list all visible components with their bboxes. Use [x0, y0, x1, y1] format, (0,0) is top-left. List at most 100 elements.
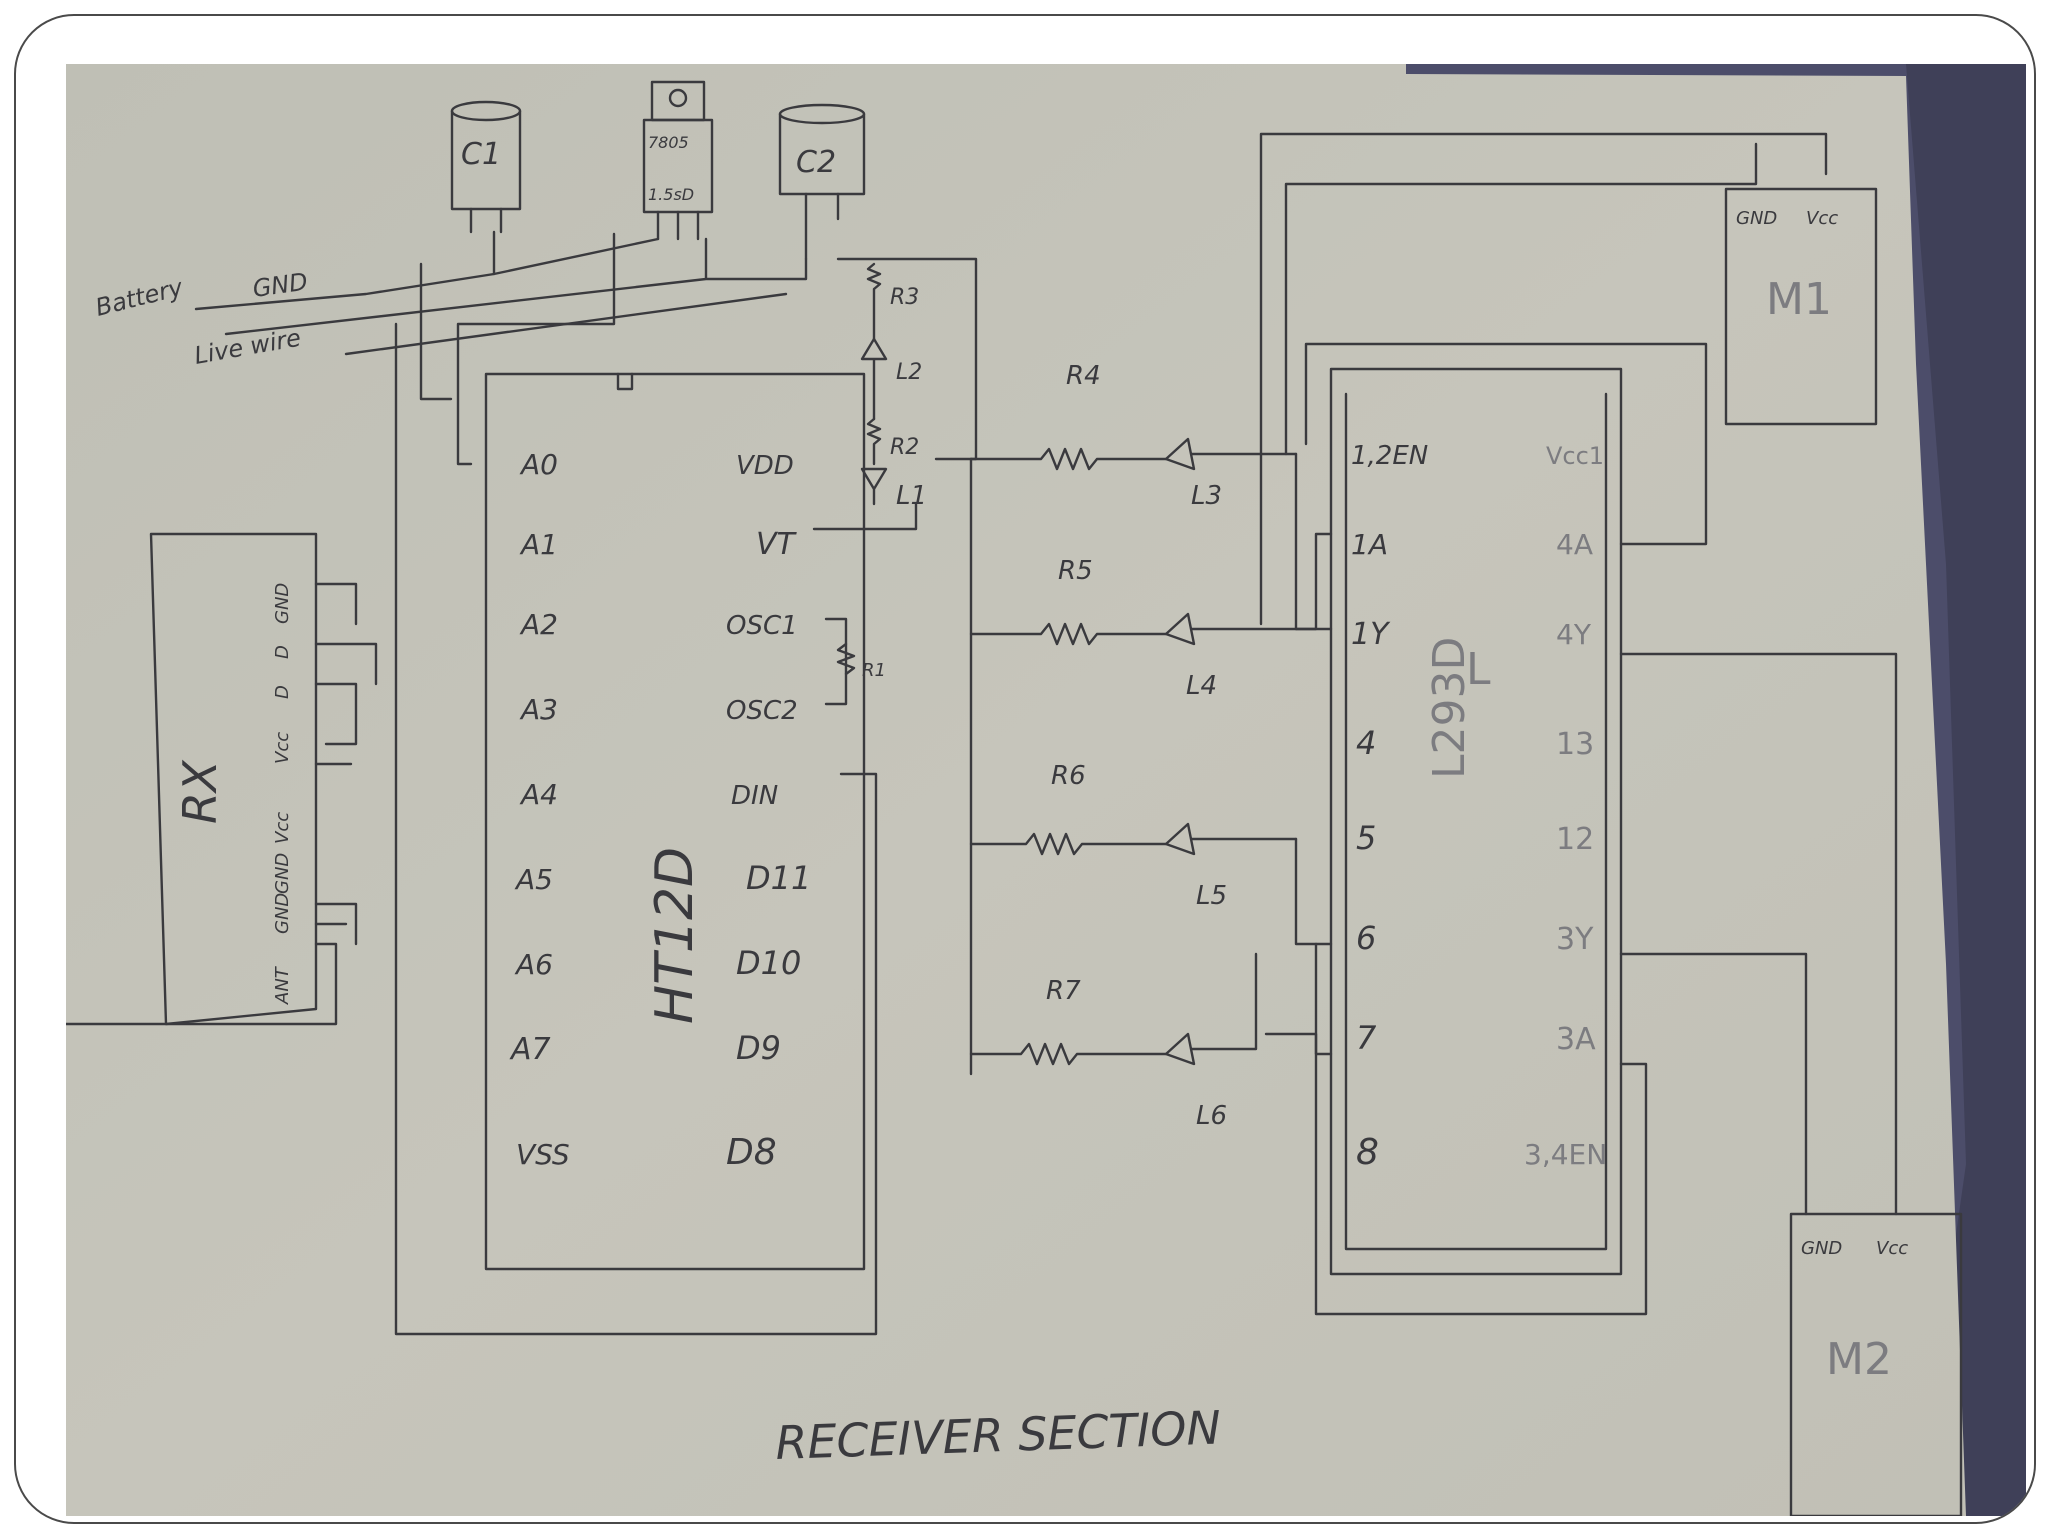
rx-pin-d1: D: [272, 645, 293, 659]
resistor-r2: [866, 417, 882, 466]
rx-pin-gnd3: GND: [272, 893, 293, 934]
pin-vss: VSS: [516, 1138, 570, 1171]
r7-label: R7: [1046, 976, 1081, 1006]
pin-6: 6: [1356, 919, 1376, 957]
pin-7: 7: [1356, 1019, 1377, 1057]
resistor-r1: [836, 642, 856, 676]
pin-d8: D8: [726, 1132, 777, 1173]
cloth-shadow: [1906, 64, 2026, 1516]
rx-pin-ant: ANT: [272, 965, 293, 1005]
pin-3a: 3A: [1556, 1022, 1596, 1057]
receiver-schematic: C1 7805 1.5sD C2 Battery GND Live wire: [66, 64, 2026, 1516]
ht12d-decoder: HT12D A0 A1 A2 A3 A4 A5 A6 A7 VSS VDD VT…: [484, 372, 866, 1271]
pin-d10: D10: [736, 944, 801, 982]
pin-8: 8: [1356, 1132, 1379, 1173]
resistor-r3: [866, 262, 882, 341]
motor-m2: GND Vcc M2: [1789, 1212, 1963, 1516]
r1-label: R1: [862, 660, 886, 681]
capacitor-c1: C1: [450, 100, 522, 276]
r5-label: R5: [1058, 556, 1093, 586]
gnd-wire: [194, 237, 660, 311]
ht12d-label: HT12D: [645, 847, 705, 1024]
pin-vdd: VDD: [736, 451, 794, 481]
l4-label: L4: [1186, 671, 1217, 701]
m1-wires: [1284, 142, 1758, 546]
row-r4-l3: R4 L3: [969, 361, 1298, 511]
pin-a1: A1: [519, 528, 558, 561]
m1-label: M1: [1766, 274, 1832, 325]
r6-label: R6: [1051, 761, 1086, 791]
pin-12: 12: [1556, 822, 1594, 857]
l293d-driver: L L293D 1,2EN 1A 1Y 4 5 6 7 8 Vcc1 4A 4Y…: [1329, 367, 1623, 1276]
schematic-photo: C1 7805 1.5sD C2 Battery GND Live wire: [66, 64, 2026, 1516]
led-l1: [860, 467, 888, 506]
driver-input-wires: [1294, 532, 1333, 1056]
r3-label: R3: [890, 285, 919, 310]
l293d-label: L293D: [1424, 637, 1475, 779]
pin-12en: 1,2EN: [1351, 441, 1428, 471]
l2-label: L2: [896, 360, 922, 385]
pin-osc2: OSC2: [726, 696, 798, 726]
capacitor-c2: C2: [778, 103, 866, 261]
led-l2: [860, 337, 888, 421]
paper-sheet: [66, 64, 1966, 1516]
pin-a3: A3: [519, 693, 558, 726]
pin-osc1: OSC1: [726, 611, 798, 641]
pin-4: 4: [1356, 724, 1376, 762]
rx-pin-gnd2: GND: [272, 853, 293, 894]
pin-a6: A6: [514, 948, 553, 981]
m2-gnd-label: GND: [1801, 1238, 1842, 1259]
r2-label: R2: [890, 435, 919, 460]
pin-4y: 4Y: [1556, 618, 1592, 651]
m2-vcc-label: Vcc: [1876, 1238, 1908, 1259]
l3-label: L3: [1191, 481, 1222, 511]
l6-label: L6: [1196, 1101, 1227, 1131]
osc-wire: [824, 617, 848, 706]
pin-a2: A2: [519, 608, 558, 641]
row-r5-l4: R5 L4: [969, 556, 1298, 701]
l5-label: L5: [1196, 881, 1227, 911]
pin-3y: 3Y: [1556, 922, 1594, 957]
supply-rail: [344, 257, 978, 461]
l293d-label-l: L: [1466, 644, 1491, 695]
pin-d9: D9: [736, 1029, 781, 1067]
pin-vcc1: Vcc1: [1546, 442, 1604, 470]
pin-5: 5: [1356, 819, 1376, 857]
regulator-top-label: 7805: [648, 133, 689, 152]
c2-label: C2: [796, 145, 836, 180]
m1-vcc-wire: [1259, 132, 1828, 626]
row-r6-l5: R6 L5: [969, 761, 1298, 911]
vt-wire: [812, 502, 918, 531]
pin-a4: A4: [519, 778, 558, 811]
pin-vt: VT: [756, 527, 798, 562]
motor-m1: GND Vcc M1: [1724, 187, 1878, 426]
pin-a0: A0: [519, 448, 558, 481]
rx-pin-gnd: GND: [272, 583, 293, 624]
pin-d11: D11: [746, 859, 811, 897]
pin-4a: 4A: [1556, 528, 1593, 561]
m1-gnd-label: GND: [1736, 208, 1777, 229]
rx-module: RX GND D D Vcc Vcc GND GND ANT: [66, 532, 378, 1026]
rx-pin-d2: D: [272, 685, 293, 699]
voltage-regulator: 7805 1.5sD: [642, 80, 714, 241]
regulator-bottom-label: 1.5sD: [648, 185, 694, 204]
pin-13: 13: [1556, 727, 1594, 762]
l1-label: L1: [896, 481, 927, 511]
r4-label: R4: [1066, 361, 1101, 391]
c1-label: C1: [461, 137, 501, 172]
pin-34en: 3,4EN: [1524, 1138, 1607, 1171]
pin-1y: 1Y: [1351, 617, 1391, 652]
pin-1a: 1A: [1351, 528, 1388, 561]
pin-a7: A7: [509, 1032, 551, 1067]
row-r7-l6: R7 L6: [969, 952, 1258, 1131]
pin-din: DIN: [731, 781, 778, 811]
rx-pin-vcc1: Vcc: [272, 732, 293, 764]
rx-label: RX: [173, 759, 227, 824]
m2-label: M2: [1826, 1334, 1892, 1385]
address-wires: [419, 232, 616, 466]
live-wire: [224, 237, 808, 336]
slide-frame: C1 7805 1.5sD C2 Battery GND Live wire: [14, 14, 2036, 1524]
m1-vcc-label: Vcc: [1806, 208, 1838, 229]
m2-wires: [1619, 652, 1898, 1216]
pin-a5: A5: [514, 863, 553, 896]
